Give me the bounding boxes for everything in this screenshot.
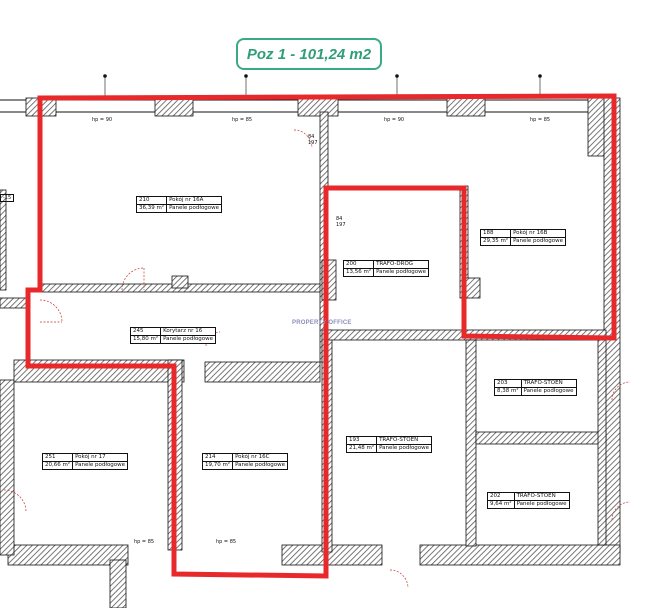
- partial-room-label: -15: [0, 194, 15, 202]
- door-tag: 197: [308, 140, 318, 146]
- dim-label: hp = 85: [216, 539, 237, 545]
- dim-label: hp = 90: [92, 117, 113, 123]
- area-badge: Poz 1 - 101,24 m2: [236, 38, 382, 70]
- watermark: PROPERTY OFFICE: [292, 320, 352, 326]
- door-tag: 84: [308, 134, 315, 140]
- highlight-outline: [25, 93, 617, 579]
- door-swings: [3, 129, 631, 589]
- dim-label: hp = 90: [384, 117, 405, 123]
- dim-label: hp = 85: [530, 117, 551, 123]
- door-tag: 84: [336, 216, 343, 222]
- dim-label: hp = 85: [232, 117, 253, 123]
- outer-walls: [0, 97, 621, 609]
- interior-walls: [0, 111, 607, 553]
- door-tag: 197: [336, 222, 346, 228]
- dim-label: hp = 85: [134, 539, 155, 545]
